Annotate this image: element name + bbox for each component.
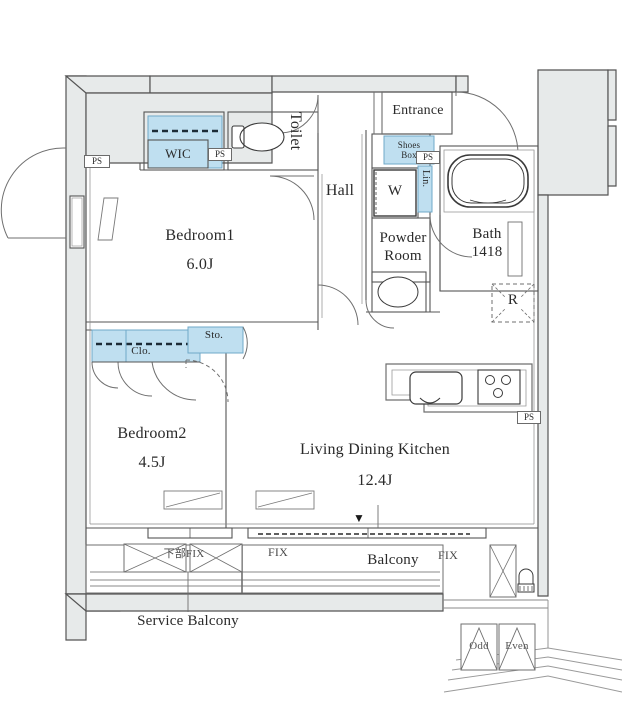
- equipment-symbols: [163, 490, 315, 510]
- room-size-ldk: 12.4J: [357, 472, 393, 489]
- room-label-bedroom2: Bedroom2: [117, 425, 187, 442]
- fixture-label-washer: W: [387, 183, 403, 199]
- room-label-hall: Hall: [325, 182, 355, 199]
- meter-label-odd: Odd: [469, 640, 489, 652]
- room-label-entrance: Entrance: [392, 103, 444, 118]
- pipe-shaft-ps-4: PS: [517, 411, 541, 424]
- room-size-bedroom2: 4.5J: [138, 454, 166, 471]
- window-note-fix-left: FIX: [268, 545, 288, 559]
- fixture-label-refrigerator: R: [507, 292, 519, 308]
- room-label-balcony: Balcony: [367, 552, 419, 568]
- storage-label-storage: Sto.: [204, 329, 224, 341]
- windows: [69, 195, 487, 539]
- meter-label-even: Even: [505, 640, 529, 652]
- storage-label-shoes-box-line2: Box: [401, 150, 417, 160]
- hose-bib-icon: [517, 568, 535, 593]
- wall-inner-faces: [89, 134, 535, 525]
- storage-label-linen: Lin.: [420, 170, 431, 188]
- meter-boxes-drawing: [460, 623, 536, 671]
- pipe-shaft-ps-2: PS: [208, 148, 232, 161]
- linen-fill: [417, 165, 433, 213]
- door-swings: [0, 91, 519, 403]
- structural-walls: [64, 69, 617, 641]
- leader-lines: [187, 505, 379, 612]
- pipe-shaft-ps-1: PS: [84, 155, 110, 168]
- room-size-bedroom1: 6.0J: [186, 256, 214, 273]
- storage-fill: [187, 326, 244, 354]
- room-label-service-balcony: Service Balcony: [137, 613, 239, 629]
- storage-label-wic: WIC: [165, 146, 191, 161]
- room-label-powder-room-2: Room: [384, 248, 422, 264]
- room-label-powder-room: Powder: [379, 230, 427, 246]
- plumbing-fixtures: [231, 122, 535, 413]
- closet-fill: [91, 329, 201, 363]
- kitchen-sink: [409, 371, 463, 405]
- room-label-ldk: Living Dining Kitchen: [300, 441, 450, 458]
- direction-marker-icon: ▼: [352, 511, 366, 525]
- bath-size-label: 1418: [471, 244, 503, 260]
- washer-box: [373, 169, 417, 217]
- room-label-toilet: Toilet: [287, 112, 304, 151]
- refrigerator-box: [491, 283, 535, 323]
- balcony-area: [85, 543, 548, 609]
- window-note-fix-lower: 下部FIX: [163, 548, 205, 560]
- pipe-shaft-ps-3: PS: [416, 151, 440, 164]
- room-label-bath: Bath: [472, 226, 502, 242]
- interior-partitions: [86, 91, 539, 529]
- storage-label-shoes-box-line1: Shoes: [397, 140, 421, 150]
- kitchen-stove: [477, 369, 521, 405]
- room-label-bedroom1: Bedroom1: [165, 227, 235, 244]
- closet-fills: [91, 115, 435, 363]
- window-note-fix-right: FIX: [438, 548, 458, 562]
- storage-label-closet: Clo.: [131, 345, 151, 357]
